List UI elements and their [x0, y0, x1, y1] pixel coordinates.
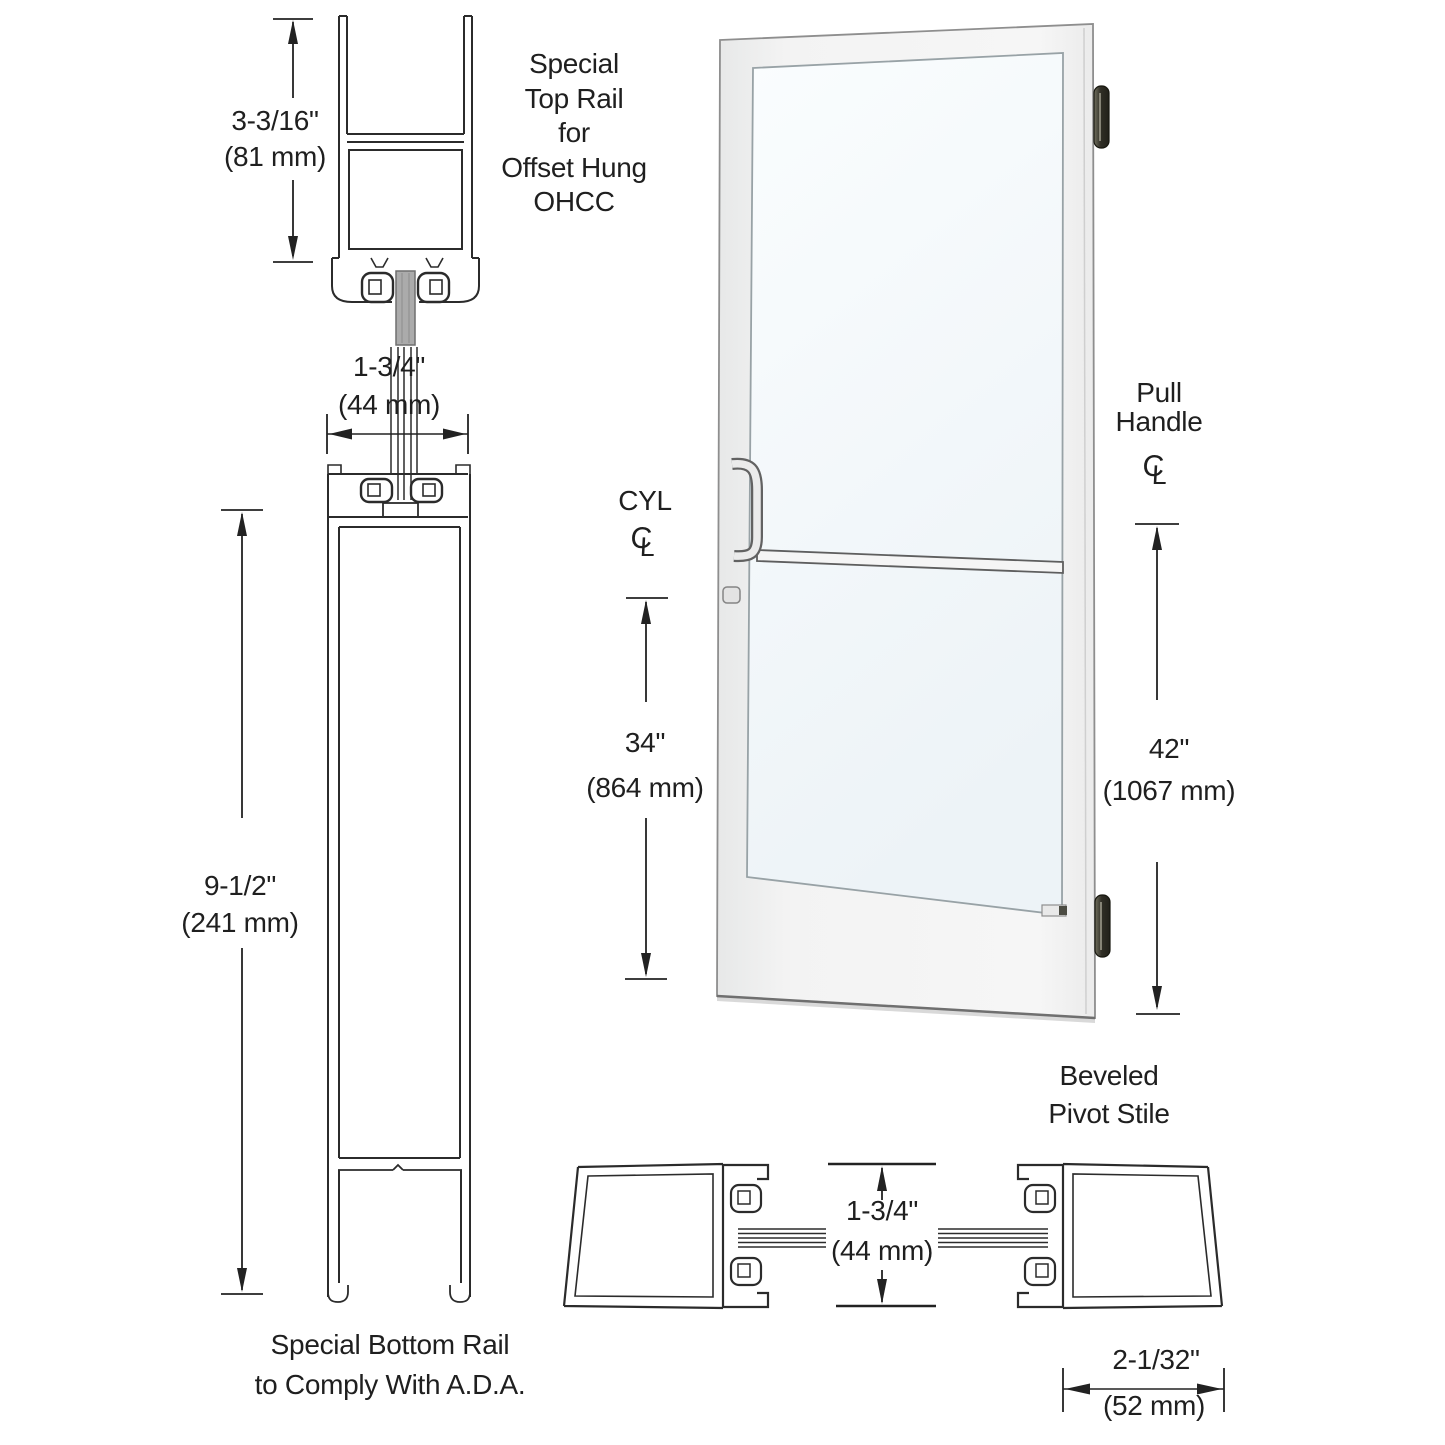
door-edge-line	[1083, 27, 1087, 1015]
caption-line: to Comply With A.D.A.	[254, 1369, 526, 1400]
bottom-rail-width-dim-label: 1-3/4" (44 mm)	[338, 348, 440, 424]
dim-primary: 3-3/16"	[231, 105, 319, 136]
push-bar	[756, 549, 1064, 574]
dim-metric: (1067 mm)	[1102, 775, 1236, 806]
pivot-stile-width-dim-primary: 2-1/32"	[1112, 1344, 1200, 1375]
bottom-rail-caption: Special Bottom Rail to Comply With A.D.A…	[255, 1325, 526, 1405]
pull-handle-label: Pull Handle	[1116, 378, 1203, 436]
door-glass	[746, 52, 1064, 917]
dim-metric: (44 mm)	[830, 1235, 934, 1266]
pull-handle	[731, 457, 763, 563]
cyl-height-dim-label: 34" (864 mm)	[586, 720, 704, 810]
dim-primary: 9-1/2"	[204, 870, 276, 901]
caption-line: Pivot Stile	[1048, 1098, 1170, 1129]
dim-primary: 1-3/4"	[353, 351, 425, 382]
bottom-rail-section-drawing	[327, 347, 471, 1303]
caption-line: Special	[529, 48, 619, 79]
top-rail-height-dim-label: 3-3/16" (81 mm)	[224, 103, 326, 175]
dim-metric: (864 mm)	[586, 772, 704, 803]
pivot-glass-dim	[828, 1162, 936, 1308]
caption-line: Handle	[1115, 406, 1203, 437]
bottom-rail-height-dim-label: 9-1/2" (241 mm)	[181, 867, 299, 941]
caption-line: for	[558, 117, 590, 148]
top-rail-height-dim	[273, 18, 313, 263]
hinge-bottom	[1094, 894, 1111, 958]
dim-metric: (81 mm)	[223, 141, 327, 172]
hinge-top	[1093, 85, 1110, 149]
lock-keeper	[1041, 904, 1067, 917]
top-rail-section-drawing	[331, 15, 480, 346]
door-bottom-edge	[716, 994, 1096, 1020]
pivot-stile-width-dim-metric: (52 mm)	[1102, 1390, 1206, 1421]
dim-primary: 1-3/4"	[846, 1195, 918, 1226]
pivot-stile-caption: Beveled Pivot Stile	[1048, 1057, 1170, 1133]
caption-line: Beveled	[1059, 1060, 1159, 1091]
centerline-l: L	[1151, 460, 1168, 490]
bottom-rail-width-dim	[326, 414, 469, 454]
pivot-stile-width-dim	[1062, 1368, 1225, 1412]
pivot-stile-left-drawing	[562, 1162, 826, 1310]
caption-line: Pull	[1136, 377, 1182, 408]
cylinder-lock	[722, 586, 741, 604]
pull-handle-centerline-icon: C L	[1141, 450, 1173, 498]
dim-primary: 34"	[624, 727, 666, 758]
pull-handle-height-dim-label: 42" (1067 mm)	[1103, 728, 1236, 812]
pivot-glass-dim-label: 1-3/4" (44 mm)	[831, 1191, 933, 1271]
caption-line: Top Rail	[524, 82, 624, 114]
dim-metric: (44 mm)	[337, 389, 441, 420]
centerline-l: L	[639, 532, 656, 562]
cyl-height-dim	[625, 597, 668, 980]
cyl-label: CYL	[618, 485, 672, 516]
dim-metric: (241 mm)	[181, 907, 299, 938]
caption-line: Special Bottom Rail	[270, 1329, 510, 1360]
top-rail-caption: Special Top Rail for Offset Hung OHCC	[501, 47, 647, 220]
pull-handle-height-dim	[1135, 523, 1180, 1015]
dim-primary: 42"	[1148, 733, 1190, 764]
bottom-rail-height-dim	[221, 509, 263, 1295]
pivot-stile-right-drawing	[938, 1162, 1224, 1310]
cyl-centerline-icon: C L	[629, 522, 661, 570]
caption-line: Offset Hung	[501, 151, 647, 183]
door-elevation-drawing	[716, 23, 1111, 1023]
caption-line: OHCC	[533, 186, 615, 217]
